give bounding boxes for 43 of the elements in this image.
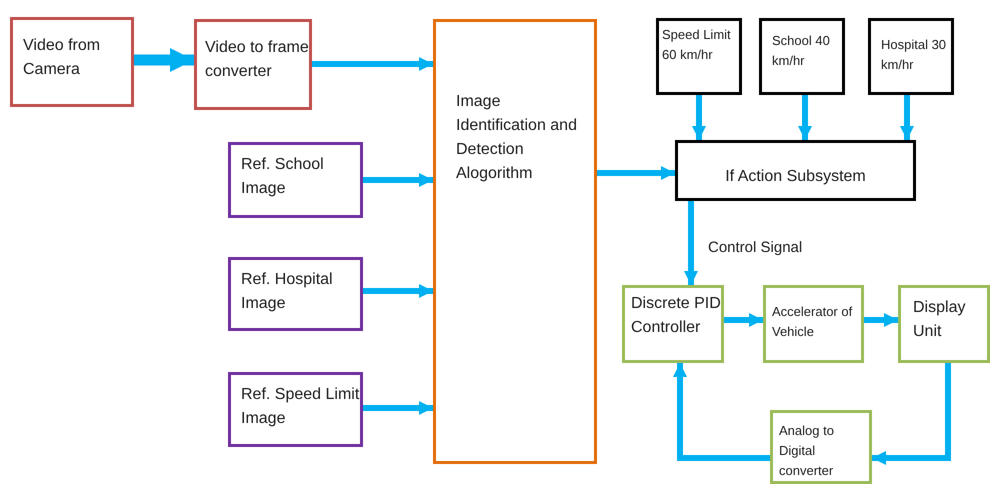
arrow: [864, 313, 898, 327]
box-text: Discrete PID Controller: [631, 294, 721, 338]
box-text: Ref. School Image: [241, 155, 325, 199]
process-box: [228, 142, 363, 218]
process-box: [10, 17, 134, 107]
arrow: [363, 401, 433, 415]
box-text: School 40 km/hr: [772, 32, 831, 70]
box-text: Accelerator of Vehicle: [772, 303, 854, 341]
arrow: [312, 57, 433, 71]
arrow: [724, 313, 763, 327]
edge-label: Control Signal: [708, 239, 802, 256]
box-text: If Action Subsystem: [724, 167, 867, 187]
box-text: Video to frame converter: [205, 38, 309, 82]
arrow: [673, 363, 770, 461]
arrow: [134, 48, 194, 72]
box-text: Hospital 30 km/hr: [881, 36, 948, 74]
box-text: Image Identification and Detection Alogorithm: [456, 92, 578, 184]
process-box: [228, 372, 363, 447]
arrow: [900, 95, 914, 140]
arrow: [363, 173, 433, 187]
box-text: Ref. Hospital Image: [241, 270, 334, 314]
process-box: [433, 19, 597, 464]
arrow: [798, 95, 812, 140]
arrow: [872, 363, 951, 465]
box-text: Video from Camera: [23, 36, 102, 80]
arrow: [692, 95, 706, 140]
arrow: [597, 166, 675, 180]
arrow: [684, 201, 698, 285]
box-text: Ref. Speed Limit Image: [241, 385, 360, 429]
process-box: [763, 285, 864, 363]
process-box: [759, 18, 845, 95]
process-box: [675, 140, 916, 201]
process-box: [622, 285, 724, 363]
box-text: Display Unit: [913, 298, 966, 342]
process-box: [770, 410, 872, 484]
box-text: Speed Limit 60 km/hr: [662, 26, 732, 64]
arrow: [363, 284, 433, 298]
process-box: [194, 19, 312, 110]
box-text: Analog to Digital converter: [779, 422, 835, 480]
process-box: [868, 18, 954, 95]
process-box: [228, 257, 363, 331]
process-box: [898, 285, 990, 363]
process-box: [656, 18, 742, 95]
